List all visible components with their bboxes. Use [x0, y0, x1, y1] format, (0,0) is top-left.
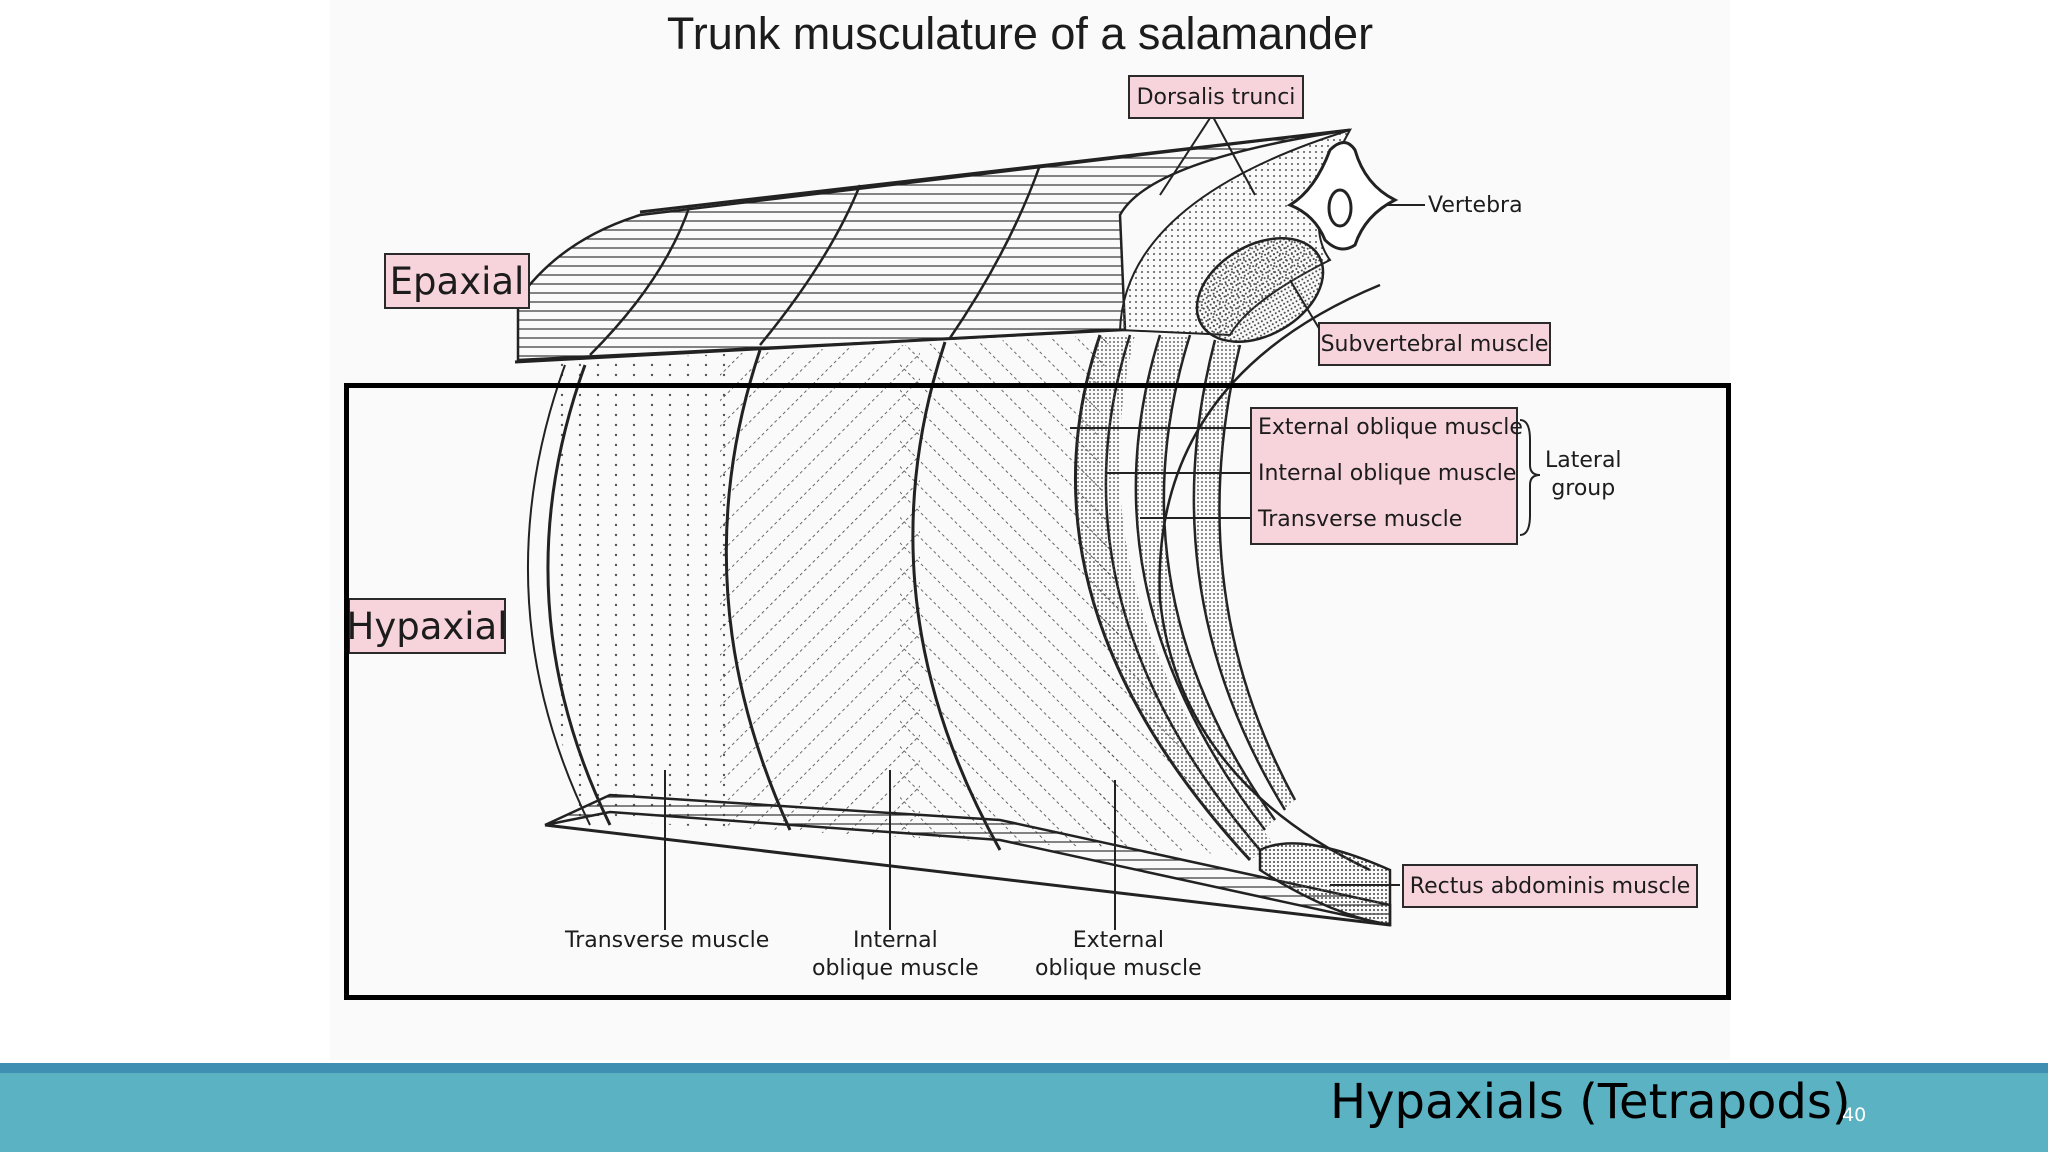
internal-oblique-line2: oblique muscle — [812, 956, 979, 981]
label-lateral-group: Lateral group — [1545, 447, 1622, 503]
lateral-group-caption-line1: Lateral — [1545, 448, 1622, 473]
epaxial-band — [514, 128, 1351, 364]
label-internal-oblique-muscle: Internal oblique muscle — [1258, 461, 1517, 486]
slide-title: Hypaxials (Tetrapods) — [1330, 1074, 1851, 1130]
internal-oblique-line1: Internal — [852, 928, 938, 953]
label-external-oblique-muscle: External oblique muscle — [1258, 415, 1523, 440]
lateral-group-caption-line2: group — [1551, 476, 1616, 501]
external-oblique-line2: oblique muscle — [1035, 956, 1202, 981]
vertebra-shape — [1286, 141, 1399, 251]
label-external-oblique-bottom: External oblique muscle — [1035, 927, 1202, 983]
page-number: 40 — [1842, 1104, 1867, 1126]
footer-accent-strip — [0, 1063, 2048, 1073]
label-dorsalis-trunci: Dorsalis trunci — [1128, 75, 1304, 119]
hypaxial-highlight-box — [344, 383, 1731, 1000]
lateral-group-box: External oblique muscle Internal oblique… — [1250, 407, 1523, 545]
label-epaxial: Epaxial — [384, 253, 530, 309]
ventral-band — [544, 793, 1392, 927]
leader-lines — [664, 114, 1541, 930]
footer-bar — [0, 1073, 2048, 1152]
label-subvertebral-muscle: Subvertebral muscle — [1318, 322, 1551, 366]
label-internal-oblique-bottom: Internal oblique muscle — [812, 927, 979, 983]
label-transverse-muscle-lateral: Transverse muscle — [1258, 507, 1463, 532]
label-rectus-abdominis-muscle: Rectus abdominis muscle — [1402, 864, 1698, 908]
external-oblique-line1: External — [1072, 928, 1164, 953]
label-transverse-muscle-bottom: Transverse muscle — [565, 928, 770, 953]
label-vertebra: Vertebra — [1428, 193, 1523, 218]
label-hypaxial: Hypaxial — [347, 598, 508, 654]
subvertebral-muscle-shape — [1195, 237, 1325, 343]
diagram-title: Trunk musculature of a salamander — [666, 8, 1374, 59]
